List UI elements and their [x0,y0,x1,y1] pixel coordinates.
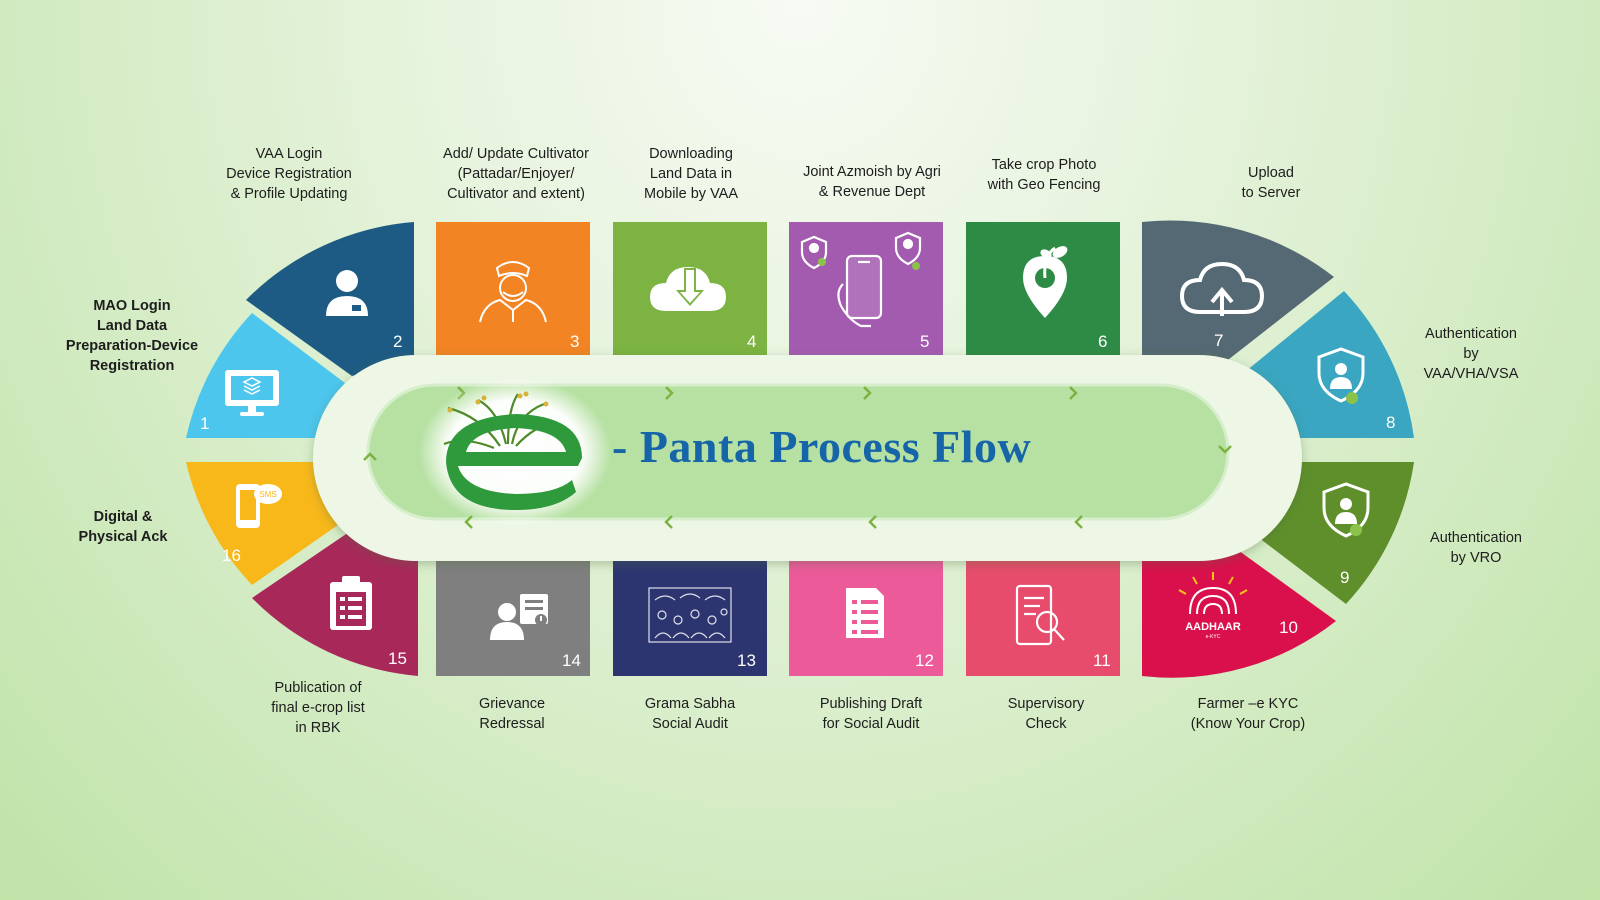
logo-e-letter [446,414,582,510]
step-9-label: Authentication by VRO [1430,530,1522,566]
step-5-tile: 5 [789,222,943,357]
step-number: 4 [747,332,756,351]
document-search-icon [1015,584,1065,646]
step-number: 6 [1098,332,1107,351]
step-number: 9 [1340,568,1349,587]
step-2-tile: 2 [246,222,414,376]
step-7-label: Upload to Server [1241,165,1301,201]
shield-user-icon [1317,347,1365,404]
officer-icon [326,270,368,316]
step-6-label: Take crop Photo with Geo Fencing [987,157,1101,193]
gathering-icon [648,587,732,643]
step-3-tile: 3 [436,222,590,357]
cloud-upload-icon [1179,261,1265,316]
grievance-icon [490,594,548,640]
step-6-tile: 6 [966,222,1120,357]
chevron-left-icon [868,515,877,529]
sms-phone-icon: SMS [236,484,282,528]
clipboard-list-icon [330,576,372,630]
chevron-right-icon [1069,386,1078,400]
step-10-tile: AADHAAR e-KYC 10 [1142,540,1336,678]
step-15-label: Publication of final e-crop list in RBK [271,680,365,736]
step-number: 2 [393,332,402,351]
sms-text: SMS [259,490,276,499]
chevron-left-icon [464,515,473,529]
chevron-left-icon [1074,515,1083,529]
step-2-label: VAA Login Device Registration & Profile … [226,146,352,202]
step-number: 12 [915,651,934,670]
step-10-label: Farmer –e KYC (Know Your Crop) [1190,696,1306,732]
chevron-right-icon [665,386,674,400]
step-number: 5 [920,332,929,351]
step-number: 13 [737,651,756,670]
step-16-label: Digital & Physical Ack [78,509,168,545]
checklist-icon [846,588,884,638]
shield-user-icon [1322,482,1370,538]
aadhaar-icon: AADHAAR e-KYC [1178,572,1248,640]
step-number: 16 [222,546,241,565]
step-5-label: Joint Azmoish by Agri & Revenue Dept [803,164,941,200]
monitor-icon [225,370,279,416]
step-4-tile: 4 [613,222,767,357]
step-8-tile: 8 [1246,291,1414,438]
step-number: 1 [200,414,209,433]
step-7-tile: 7 [1142,220,1334,363]
farmer-icon [479,261,547,323]
chevron-up-icon [363,452,377,461]
step-number: 14 [562,651,581,670]
step-number: 3 [570,332,579,351]
e-panta-logo [419,378,611,526]
aadhaar-sub-text: e-KYC [1206,634,1221,640]
step-number: 8 [1386,413,1395,432]
step-11-tile: 11 [966,545,1120,676]
step-number: 10 [1279,618,1298,637]
step-16-tile: SMS 16 [186,462,345,585]
step-number: 15 [388,649,407,668]
cloud-download-icon [650,267,726,311]
step-3-label: Add/ Update Cultivator (Pattadar/Enjoyer… [443,146,589,202]
step-number: 7 [1214,331,1223,350]
step-1-label: MAO Login Land Data Preparation-Device R… [65,298,199,374]
step-14-tile: 14 [436,545,590,676]
step-14-label: Grievance Redressal [478,696,546,732]
step-1-tile: 1 [186,313,345,438]
step-13-tile: 13 [613,545,767,676]
step-15-tile: 15 [252,530,418,676]
flow-arrows [363,386,1232,529]
step-number: 11 [1093,651,1111,670]
mobile-verification-icon [800,231,922,328]
aadhaar-text: AADHAAR [1185,621,1241,633]
chevron-down-icon [1218,445,1232,454]
step-12-label: Publishing Draft for Social Audit [819,696,923,732]
geo-plant-icon [1023,246,1068,318]
chevron-right-icon [863,386,872,400]
step-13-label: Grama Sabha Social Audit [644,696,736,732]
chevron-left-icon [664,515,673,529]
step-12-tile: 12 [789,545,943,676]
step-4-label: Downloading Land Data in Mobile by VAA [643,146,739,202]
step-11-label: Supervisory Check [1007,696,1085,732]
step-8-label: Authentication by VAA/VHA/VSA [1423,326,1519,382]
diagram-title: - Panta Process Flow [612,421,1032,472]
